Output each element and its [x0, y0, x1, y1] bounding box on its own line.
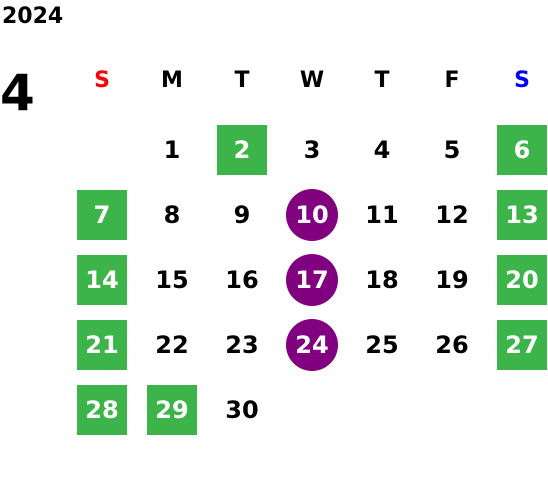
calendar-cell: 28 [67, 385, 137, 435]
calendar-cell: 13 [487, 190, 548, 240]
weekday-mon: M [161, 68, 183, 93]
day-17[interactable]: 17 [286, 254, 338, 306]
calendar-cell: 4 [347, 125, 417, 175]
day-1[interactable]: 1 [163, 136, 181, 164]
calendar-week-row: 1 2 3 4 5 6 [67, 125, 548, 175]
calendar-cell: 16 [207, 255, 277, 305]
weekday-header: S M T W T F S [67, 62, 548, 100]
weekday-sat: S [514, 68, 530, 93]
calendar-cell: 29 [137, 385, 207, 435]
calendar-cell: 25 [347, 320, 417, 370]
calendar-week-row: 14 15 16 17 18 19 20 [67, 254, 548, 306]
calendar-cell: 19 [417, 255, 487, 305]
calendar-week-row: 7 8 9 10 11 12 13 [67, 189, 548, 241]
calendar-cell: 14 [67, 255, 137, 305]
day-13[interactable]: 13 [497, 190, 547, 240]
day-8[interactable]: 8 [163, 201, 181, 229]
day-15[interactable]: 15 [155, 266, 189, 294]
day-24[interactable]: 24 [286, 319, 338, 371]
calendar-cell: 2 [207, 125, 277, 175]
calendar-cell [487, 385, 548, 435]
calendar-cell: 1 [137, 125, 207, 175]
weekday-fri: F [444, 68, 460, 93]
weekday-wed: W [299, 68, 325, 93]
calendar-cell [277, 385, 347, 435]
day-25[interactable]: 25 [365, 331, 399, 359]
day-23[interactable]: 23 [225, 331, 259, 359]
calendar-cell: 21 [67, 320, 137, 370]
day-6[interactable]: 6 [497, 125, 547, 175]
calendar-cell: 23 [207, 320, 277, 370]
day-26[interactable]: 26 [435, 331, 469, 359]
day-7[interactable]: 7 [77, 190, 127, 240]
day-19[interactable]: 19 [435, 266, 469, 294]
calendar-cell: 22 [137, 320, 207, 370]
day-11[interactable]: 11 [365, 201, 399, 229]
calendar-cell: 7 [67, 190, 137, 240]
calendar-cell [417, 385, 487, 435]
calendar-cell: 20 [487, 255, 548, 305]
calendar-cell: 8 [137, 190, 207, 240]
day-12[interactable]: 12 [435, 201, 469, 229]
calendar-cell: 17 [277, 254, 347, 306]
weekday-tue: T [234, 68, 250, 93]
calendar-cell: 9 [207, 190, 277, 240]
weekday-sun: S [94, 68, 110, 93]
calendar-week-row: 28 29 30 [67, 385, 548, 435]
day-20[interactable]: 20 [497, 255, 547, 305]
day-27[interactable]: 27 [497, 320, 547, 370]
calendar-cell: 5 [417, 125, 487, 175]
day-30[interactable]: 30 [225, 396, 259, 424]
calendar-cell: 11 [347, 190, 417, 240]
day-14[interactable]: 14 [77, 255, 127, 305]
calendar-cell: 18 [347, 255, 417, 305]
calendar-cell: 10 [277, 189, 347, 241]
day-18[interactable]: 18 [365, 266, 399, 294]
year-label: 2024 [2, 4, 64, 29]
day-5[interactable]: 5 [443, 136, 461, 164]
day-4[interactable]: 4 [373, 136, 391, 164]
calendar-cell: 26 [417, 320, 487, 370]
calendar-cell: 30 [207, 385, 277, 435]
month-label: 4 [0, 64, 35, 122]
day-16[interactable]: 16 [225, 266, 259, 294]
day-21[interactable]: 21 [77, 320, 127, 370]
day-2[interactable]: 2 [217, 125, 267, 175]
calendar-cell: 24 [277, 319, 347, 371]
calendar-cell: 27 [487, 320, 548, 370]
calendar-cell: 3 [277, 125, 347, 175]
day-10[interactable]: 10 [286, 189, 338, 241]
day-9[interactable]: 9 [233, 201, 251, 229]
calendar-cell: 12 [417, 190, 487, 240]
day-22[interactable]: 22 [155, 331, 189, 359]
calendar-cell [67, 125, 137, 175]
calendar-cell: 15 [137, 255, 207, 305]
calendar-cell: 6 [487, 125, 548, 175]
calendar-cell [347, 385, 417, 435]
calendar-week-row: 21 22 23 24 25 26 27 [67, 319, 548, 371]
day-28[interactable]: 28 [77, 385, 127, 435]
day-29[interactable]: 29 [147, 385, 197, 435]
day-3[interactable]: 3 [303, 136, 321, 164]
weekday-thu: T [374, 68, 390, 93]
